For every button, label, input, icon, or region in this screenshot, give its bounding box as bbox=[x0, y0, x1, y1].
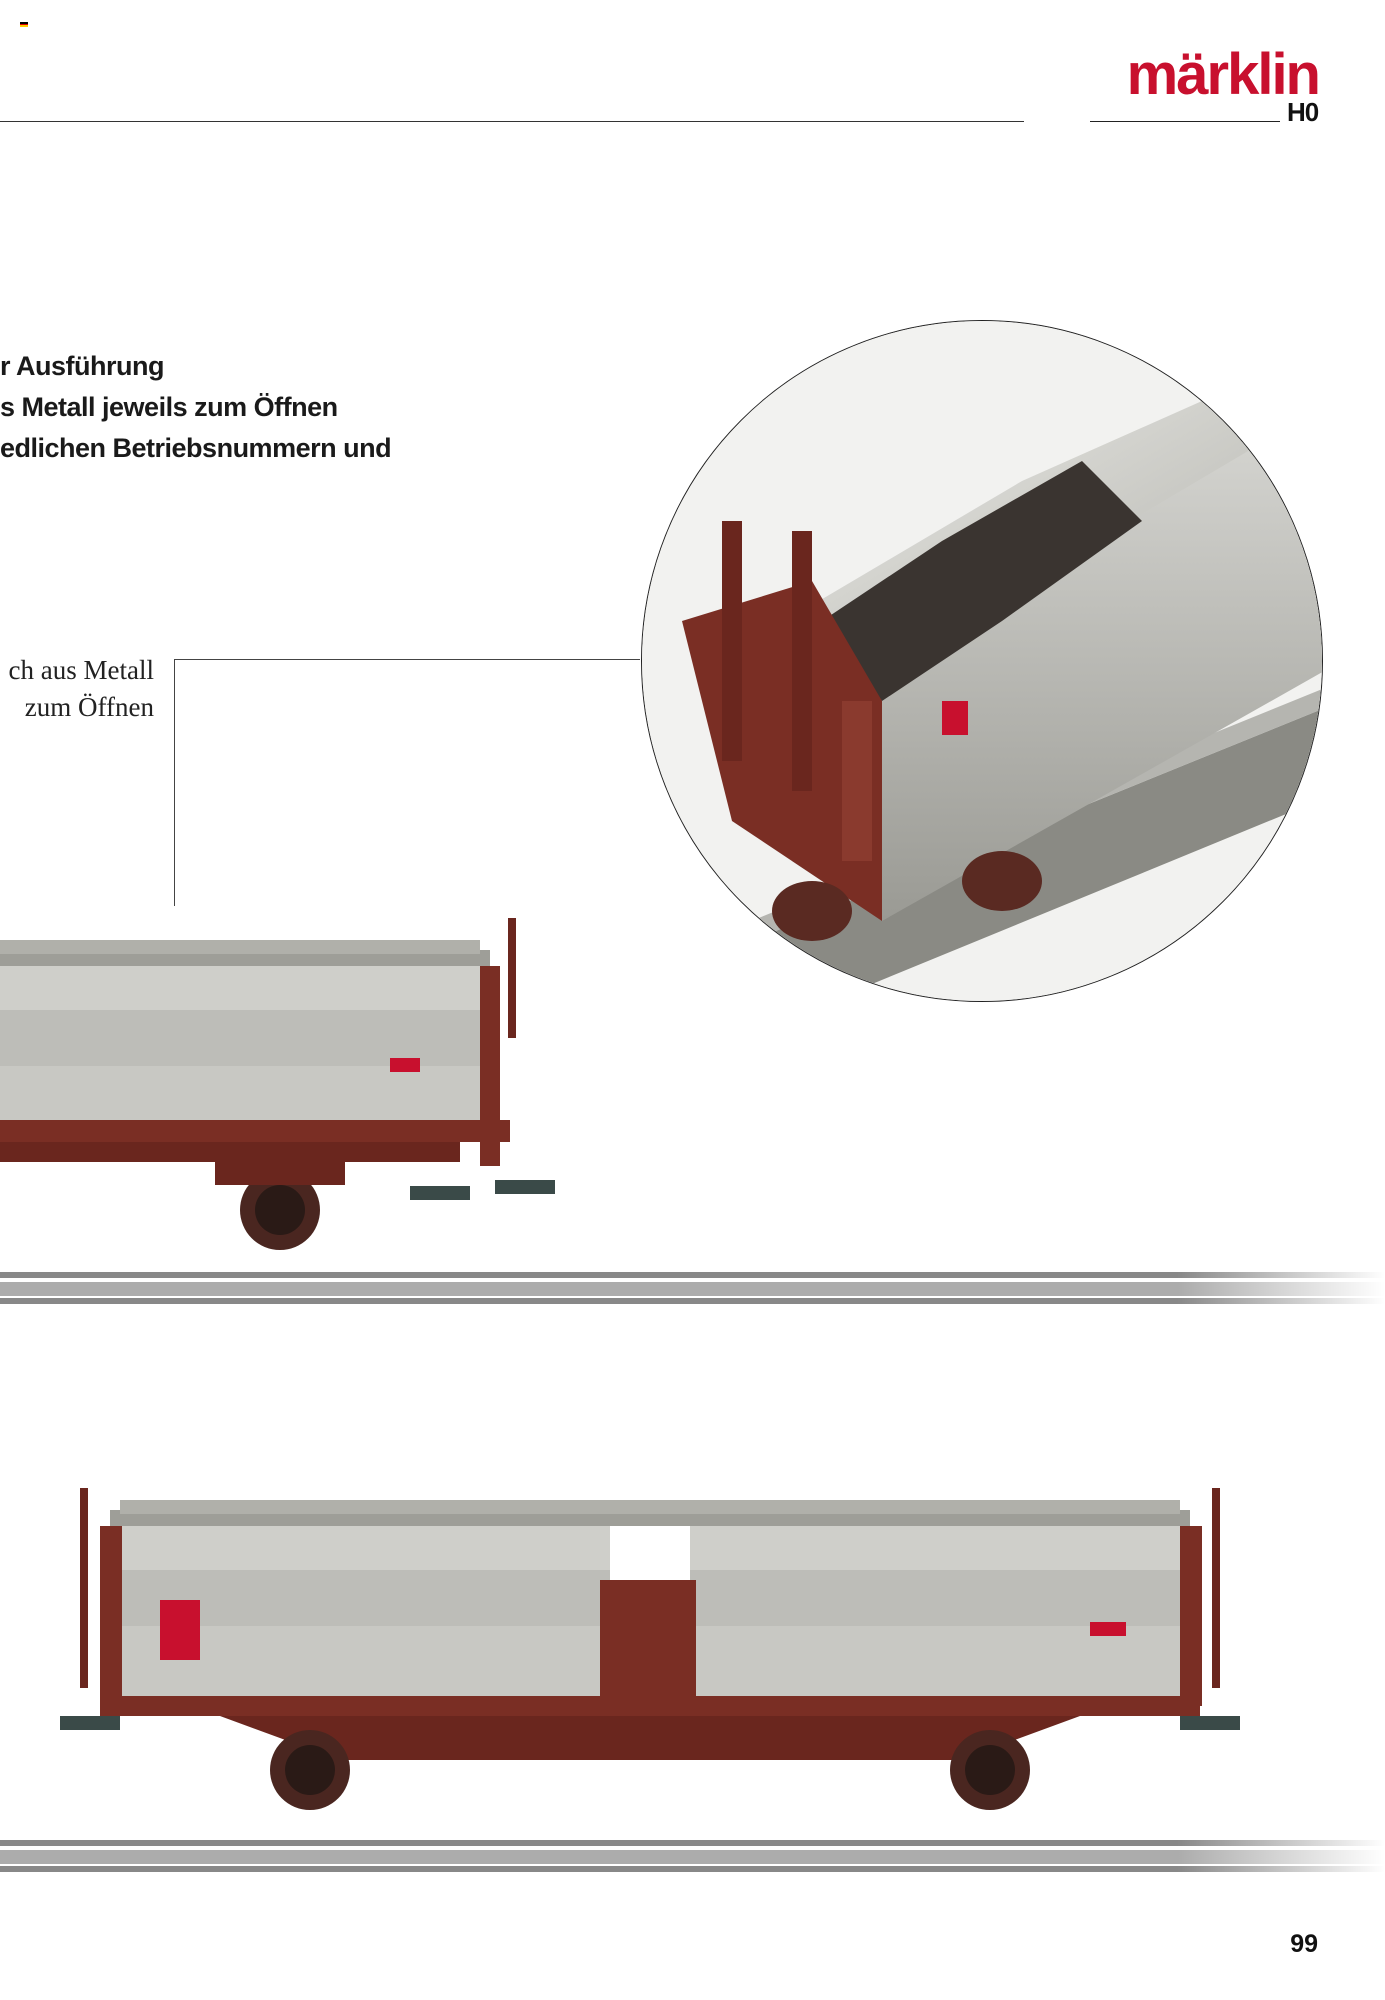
heading-line: edlichen Betriebsnummern und bbox=[0, 433, 392, 463]
wagon-bottom-photo bbox=[60, 1488, 1240, 1810]
marklin-logo: märklin bbox=[1126, 42, 1321, 107]
heading-line: r Ausführung bbox=[0, 351, 164, 381]
page-number: 99 bbox=[1290, 1930, 1318, 1958]
heading-line: s Metall jeweils zum Öffnen bbox=[0, 392, 338, 422]
language-flag-icon bbox=[20, 22, 28, 28]
detail-photo bbox=[641, 320, 1323, 1002]
scale-label: H0 bbox=[1287, 97, 1319, 127]
callout-line-vertical bbox=[174, 659, 175, 906]
track-bottom bbox=[0, 1840, 1385, 1872]
callout-text: ch aus Metall zum Öffnen bbox=[9, 652, 154, 726]
track-top bbox=[0, 1272, 1385, 1304]
feature-heading: r Ausführung s Metall jeweils zum Öffnen… bbox=[0, 346, 392, 469]
callout-line: zum Öffnen bbox=[24, 692, 154, 722]
callout-line-horizontal bbox=[174, 659, 640, 660]
detail-photo-illustration bbox=[642, 321, 1322, 1001]
callout-line: ch aus Metall bbox=[8, 655, 154, 685]
logo-underline bbox=[1090, 121, 1280, 122]
wagon-top-photo bbox=[0, 918, 555, 1250]
header-rule bbox=[0, 121, 1024, 122]
